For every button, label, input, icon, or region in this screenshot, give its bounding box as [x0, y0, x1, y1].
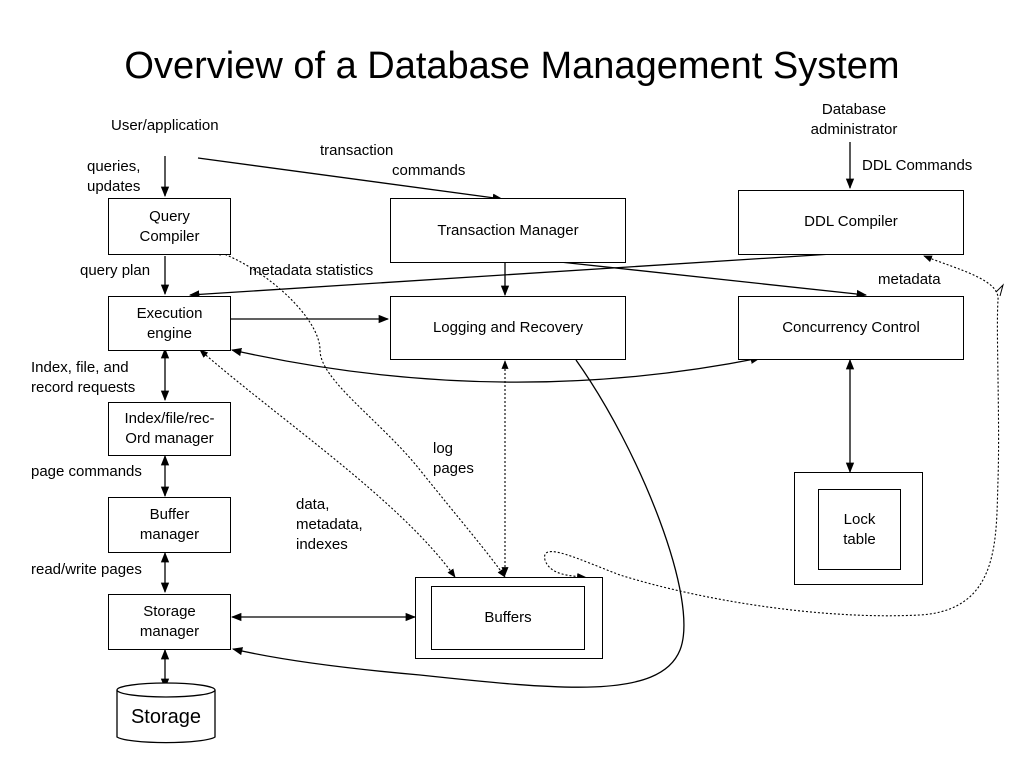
storage-manager-label: Storage manager — [139, 603, 200, 640]
execution-engine-label: Execution engine — [136, 304, 203, 342]
concurrency-control-label: Concurrency Control — [782, 319, 920, 336]
transaction-label: transaction — [320, 142, 394, 159]
arrow-user-to-transaction-manager — [197, 157, 504, 202]
buffers-outer-box: Buffers — [415, 577, 603, 659]
logging-recovery-label: Logging and Recovery — [432, 319, 584, 336]
ddl-compiler-box: DDL Compiler — [738, 190, 964, 255]
metadata-statistics-label: metadata statistics — [249, 262, 374, 279]
storage-manager-box: Storage manager — [108, 594, 231, 650]
log-pages-label: log pages — [433, 440, 474, 477]
lock-table-label: Lock table — [843, 510, 876, 548]
transaction-manager-box: Transaction Manager — [390, 198, 626, 263]
buffers-box: Buffers — [431, 586, 585, 650]
user-application-label: User/application — [111, 117, 219, 134]
queries-updates-label: queries, updates — [87, 158, 141, 195]
index-manager-box: Index/file/rec- Ord manager — [108, 402, 231, 456]
lock-table-outer-box: Lock table — [794, 472, 923, 585]
concurrency-control-box: Concurrency Control — [738, 296, 964, 360]
dotted-data-metadata — [199, 349, 456, 578]
read-write-pages-label: read/write pages — [31, 561, 142, 578]
ddl-commands-label: DDL Commands — [862, 157, 973, 174]
commands-label: commands — [392, 162, 466, 179]
query-compiler-box: Query Compiler — [108, 198, 231, 255]
page-title: Overview of a Database Management System — [124, 45, 900, 87]
query-compiler-label: Query Compiler — [139, 207, 200, 245]
arrow-tm-to-concurrency — [559, 261, 868, 299]
dba-label: Database administrator — [810, 101, 898, 138]
dotted-metadata-loop — [995, 283, 1004, 297]
logging-recovery-box: Logging and Recovery — [390, 296, 626, 360]
metadata-label: metadata — [878, 271, 941, 288]
buffer-manager-box: Buffer manager — [108, 497, 231, 553]
query-plan-label: query plan — [80, 262, 151, 279]
storage-cylinder-top — [116, 682, 216, 698]
storage-label: Storage — [130, 706, 202, 728]
storage-cylinder-body — [116, 690, 216, 744]
transaction-manager-label: Transaction Manager — [437, 221, 579, 239]
buffer-manager-label: Buffer manager — [139, 506, 200, 543]
ddl-compiler-label: DDL Compiler — [804, 213, 898, 230]
execution-engine-box: Execution engine — [108, 296, 231, 351]
page-commands-label: page commands — [31, 463, 142, 480]
index-requests-label: Index, file, and record requests — [31, 359, 136, 396]
buffers-label: Buffers — [484, 609, 532, 626]
index-manager-label: Index/file/rec- Ord manager — [124, 410, 215, 447]
lock-table-box: Lock table — [818, 489, 901, 570]
dotted-metadata — [544, 255, 1000, 617]
data-metadata-indexes-label: data, metadata, indexes — [296, 496, 363, 553]
